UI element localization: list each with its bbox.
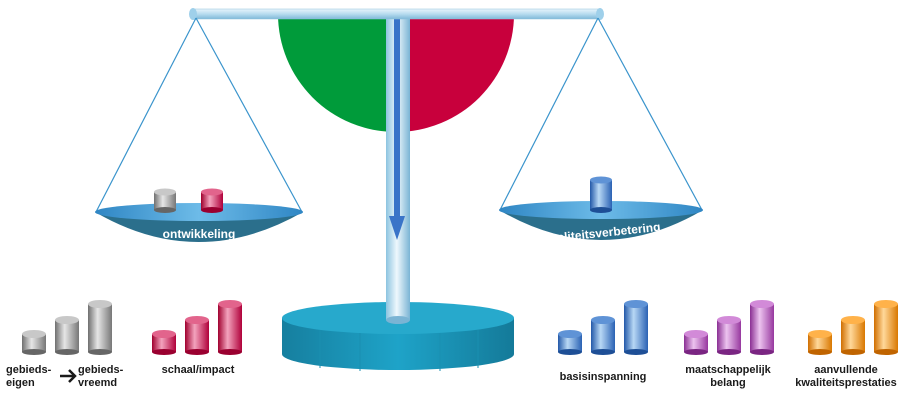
legend-grey-cylinders: [22, 300, 112, 355]
legend-label-aanvullende-kwaliteitsprestaties: aanvullende kwaliteitsprestaties: [795, 364, 897, 389]
green-half-disc: [278, 14, 396, 132]
red-weight-cylinder: [201, 188, 223, 213]
left-pan-label: ontwikkeling: [163, 227, 236, 241]
legend-purple-cylinders: [684, 300, 774, 355]
legend-red-cylinders: [152, 300, 242, 355]
legend-label-schaal-impact: schaal/impact: [161, 364, 235, 376]
arrow-right-icon: [60, 369, 77, 383]
legend-orange-cylinders: [808, 300, 898, 355]
legend-label-maatschappelijk-belang: maatschappelijk belang: [685, 364, 771, 389]
legend-label-basisinspanning: basisinspanning: [559, 371, 647, 383]
down-arrow-icon: [389, 18, 405, 240]
scale-beam: [189, 8, 604, 20]
right-pan-strings: [499, 17, 703, 211]
left-pan: [95, 203, 303, 242]
blue-weight-cylinder: [590, 176, 612, 213]
red-half-disc: [396, 14, 514, 132]
legend-label-gebieds-vreemd: gebieds- vreemd: [78, 364, 124, 389]
legend-blue-cylinders: [558, 300, 648, 355]
left-pan-strings: [95, 17, 303, 213]
grey-weight-cylinder: [154, 188, 176, 213]
legend-label-gebieds-eigen: gebieds- eigen: [6, 364, 52, 389]
